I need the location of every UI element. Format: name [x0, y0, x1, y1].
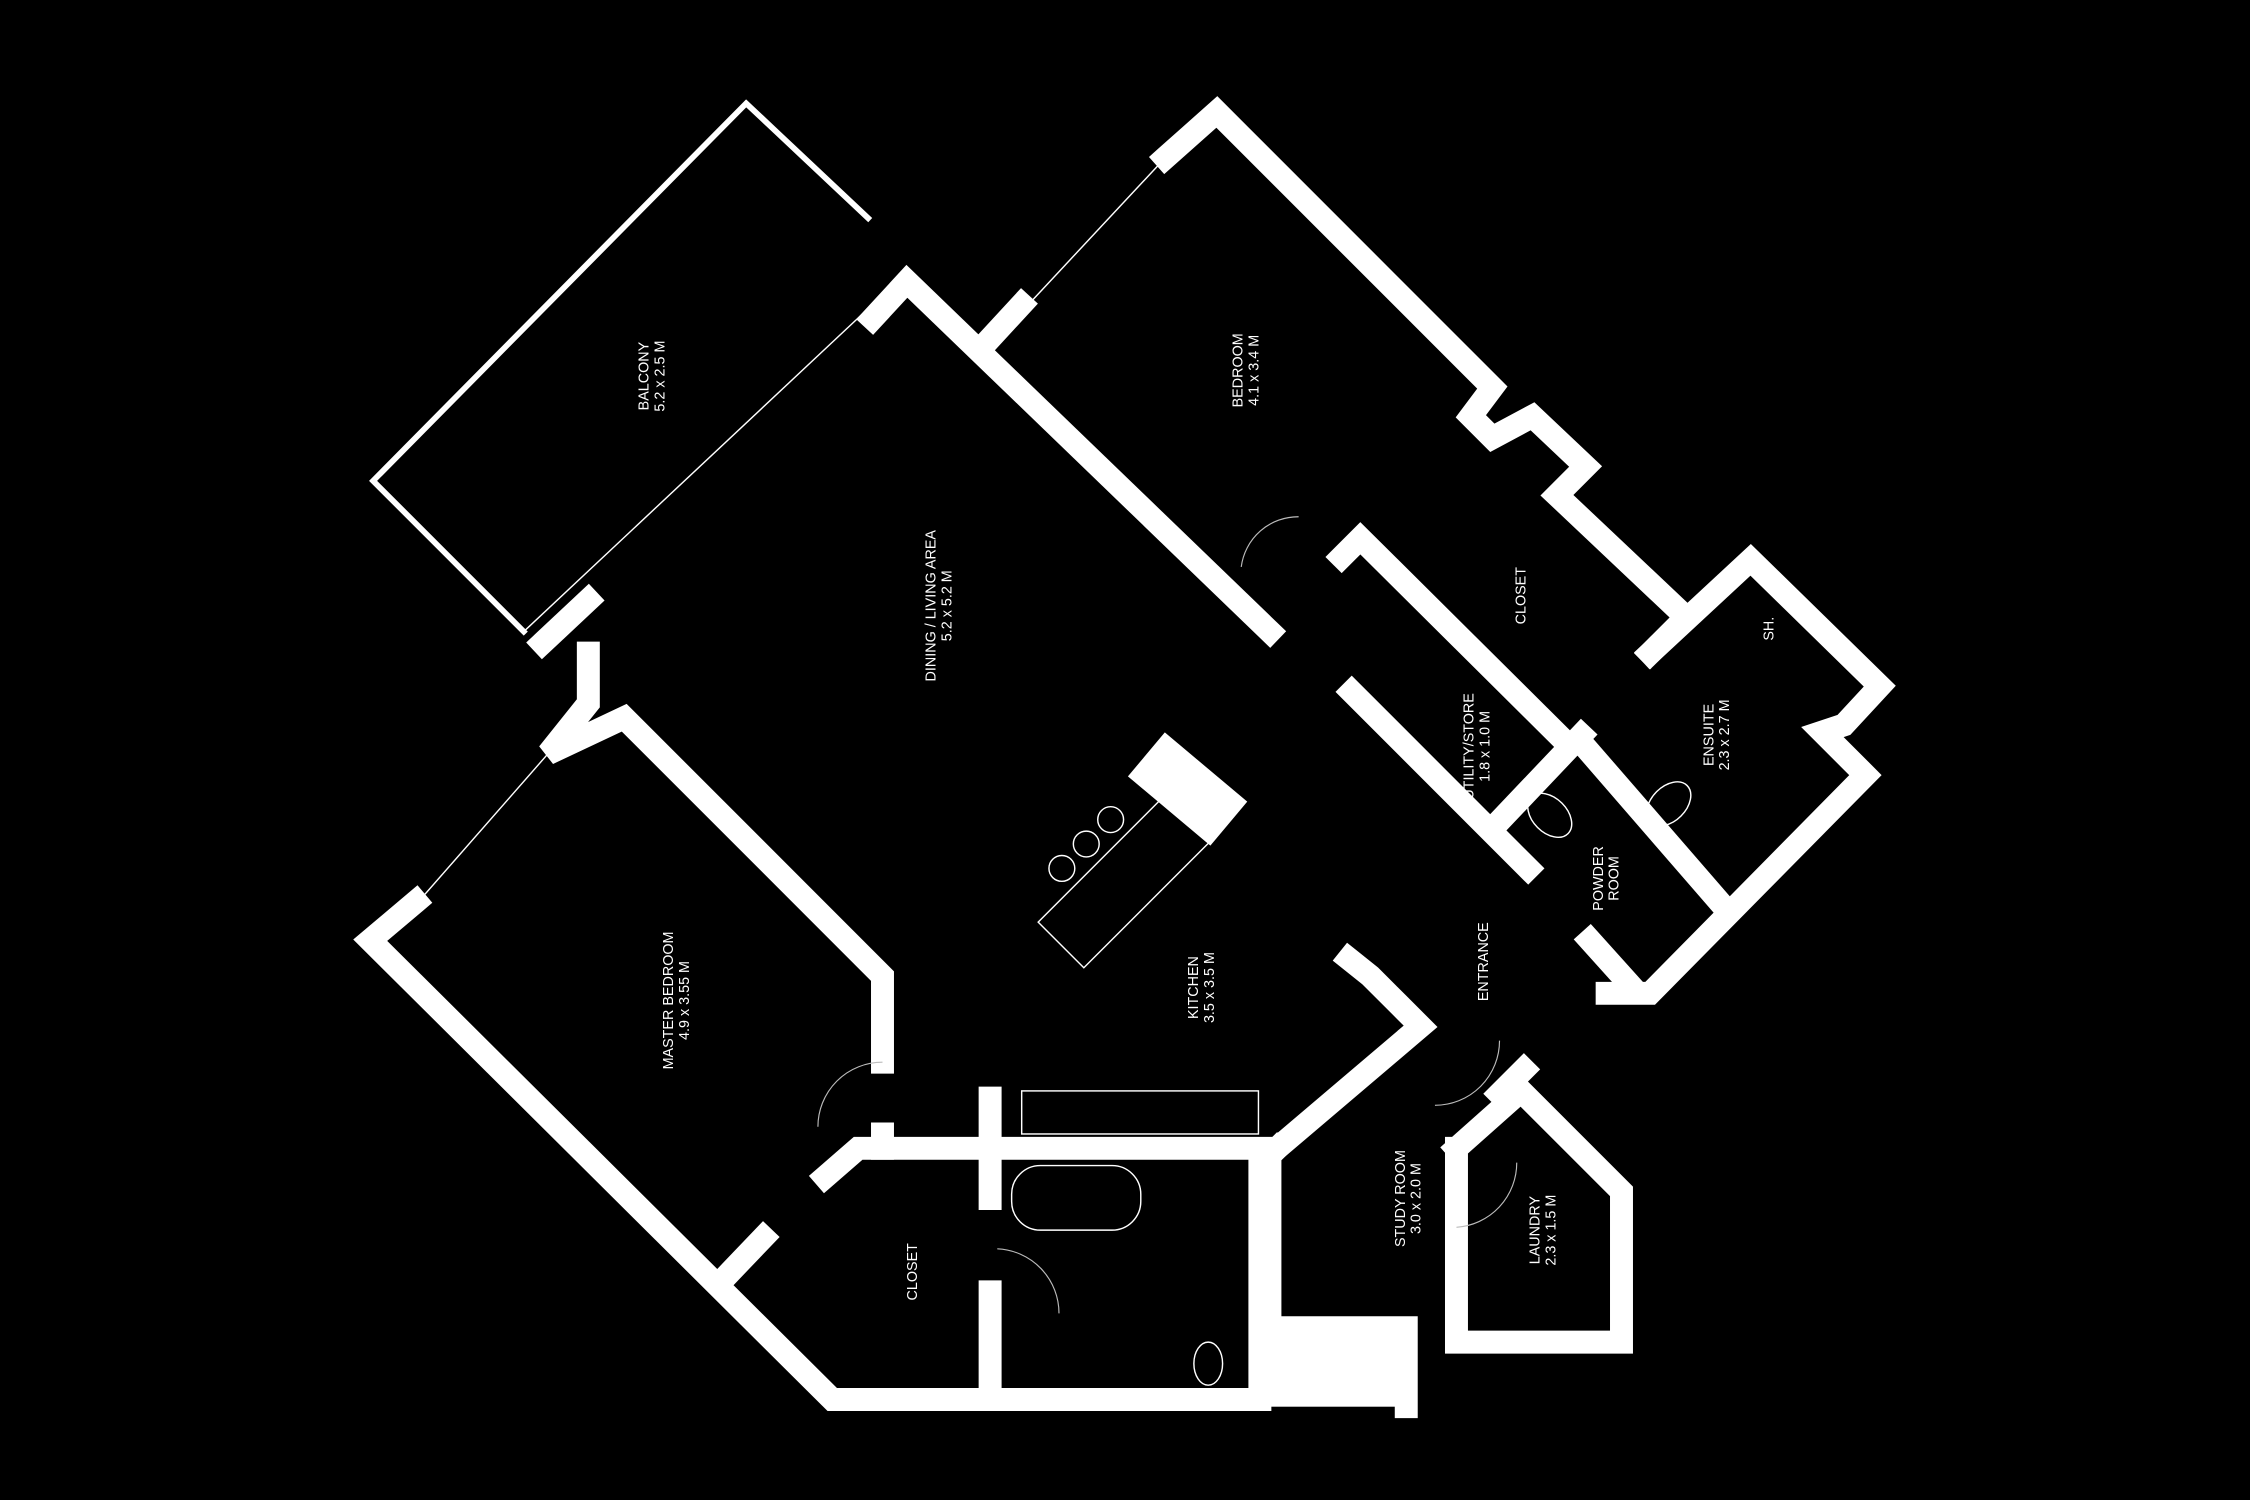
master-outer-wall: [353, 885, 1272, 1412]
toilet: [1193, 1341, 1224, 1386]
kitchen-counter: [1020, 1090, 1260, 1135]
closet-bath-wall: [808, 1136, 1275, 1194]
kitchen-island: [1037, 789, 1217, 969]
kitchen-hood: [1127, 732, 1248, 846]
balcony-wall: [369, 99, 873, 636]
bathtub: [1010, 1164, 1142, 1231]
room-label-powder-room: POWDERROOM: [1591, 846, 1623, 911]
powder-wall: [1483, 718, 1598, 838]
kitchen-wall: [1260, 942, 1438, 1165]
stool: [1048, 854, 1076, 883]
master-glazing: [415, 753, 549, 905]
room-label-dining-living: DINING / LIVING AREA5.2 x 5.2 M: [924, 530, 956, 682]
ensuite-wall: [1595, 543, 1896, 1005]
walls: [353, 96, 1896, 1419]
wall-stub: [526, 583, 605, 660]
toilet: [1527, 792, 1573, 838]
door-swing: [997, 1248, 1060, 1314]
wall-stub: [971, 288, 1038, 358]
stool: [1072, 830, 1100, 858]
utility-wall: [1325, 522, 1584, 760]
laundry-wall: [1440, 1075, 1633, 1354]
powder-stub: [1573, 923, 1645, 1000]
room-labels: BALCONY5.2 x 2.5 M BEDROOM4.1 x 3.4 M DI…: [637, 333, 1778, 1300]
stool: [1097, 805, 1125, 834]
door-swing: [1240, 516, 1299, 568]
room-label-entrance: ENTRANCE: [1476, 922, 1492, 1001]
utility-lower-wall: [1335, 675, 1545, 885]
room-label-closet: CLOSET: [905, 1243, 921, 1301]
room-label-bedroom: BEDROOM4.1 x 3.4 M: [1231, 333, 1263, 407]
room-label-study-room: STUDY ROOM3.0 x 2.0 M: [1393, 1150, 1425, 1247]
bedroom-outer-wall: [1148, 96, 1703, 670]
balcony-glazing: [523, 308, 869, 633]
room-label-shower: SH.: [1762, 617, 1778, 641]
room-label-laundry: LAUNDRY2.3 x 1.5 M: [1528, 1195, 1560, 1266]
toilet: [1646, 781, 1692, 827]
room-label-balcony: BALCONY5.2 x 2.5 M: [637, 341, 669, 412]
room-label-master-bedroom: MASTER BEDROOM4.9 x 3.55 M: [661, 932, 693, 1070]
room-label-utility: UTILITY/STORE1.8 x 1.0 M: [1462, 693, 1494, 800]
living-bedroom-wall: [856, 264, 1287, 648]
door-swing: [1456, 1162, 1518, 1228]
room-label-ensuite: ENSUITE2.3 x 2.7 M: [1701, 699, 1733, 770]
room-label-kitchen: KITCHEN3.5 x 3.5 M: [1186, 952, 1218, 1023]
entrance-stub: [1483, 1053, 1541, 1111]
wall-stub: [715, 1221, 780, 1287]
room-label-closet: CLOSET: [1513, 567, 1529, 625]
door-swing: [817, 1061, 883, 1127]
door-swing: [1434, 1040, 1501, 1106]
wall-block: [1269, 1334, 1414, 1407]
master-living-wall: [539, 641, 894, 1074]
